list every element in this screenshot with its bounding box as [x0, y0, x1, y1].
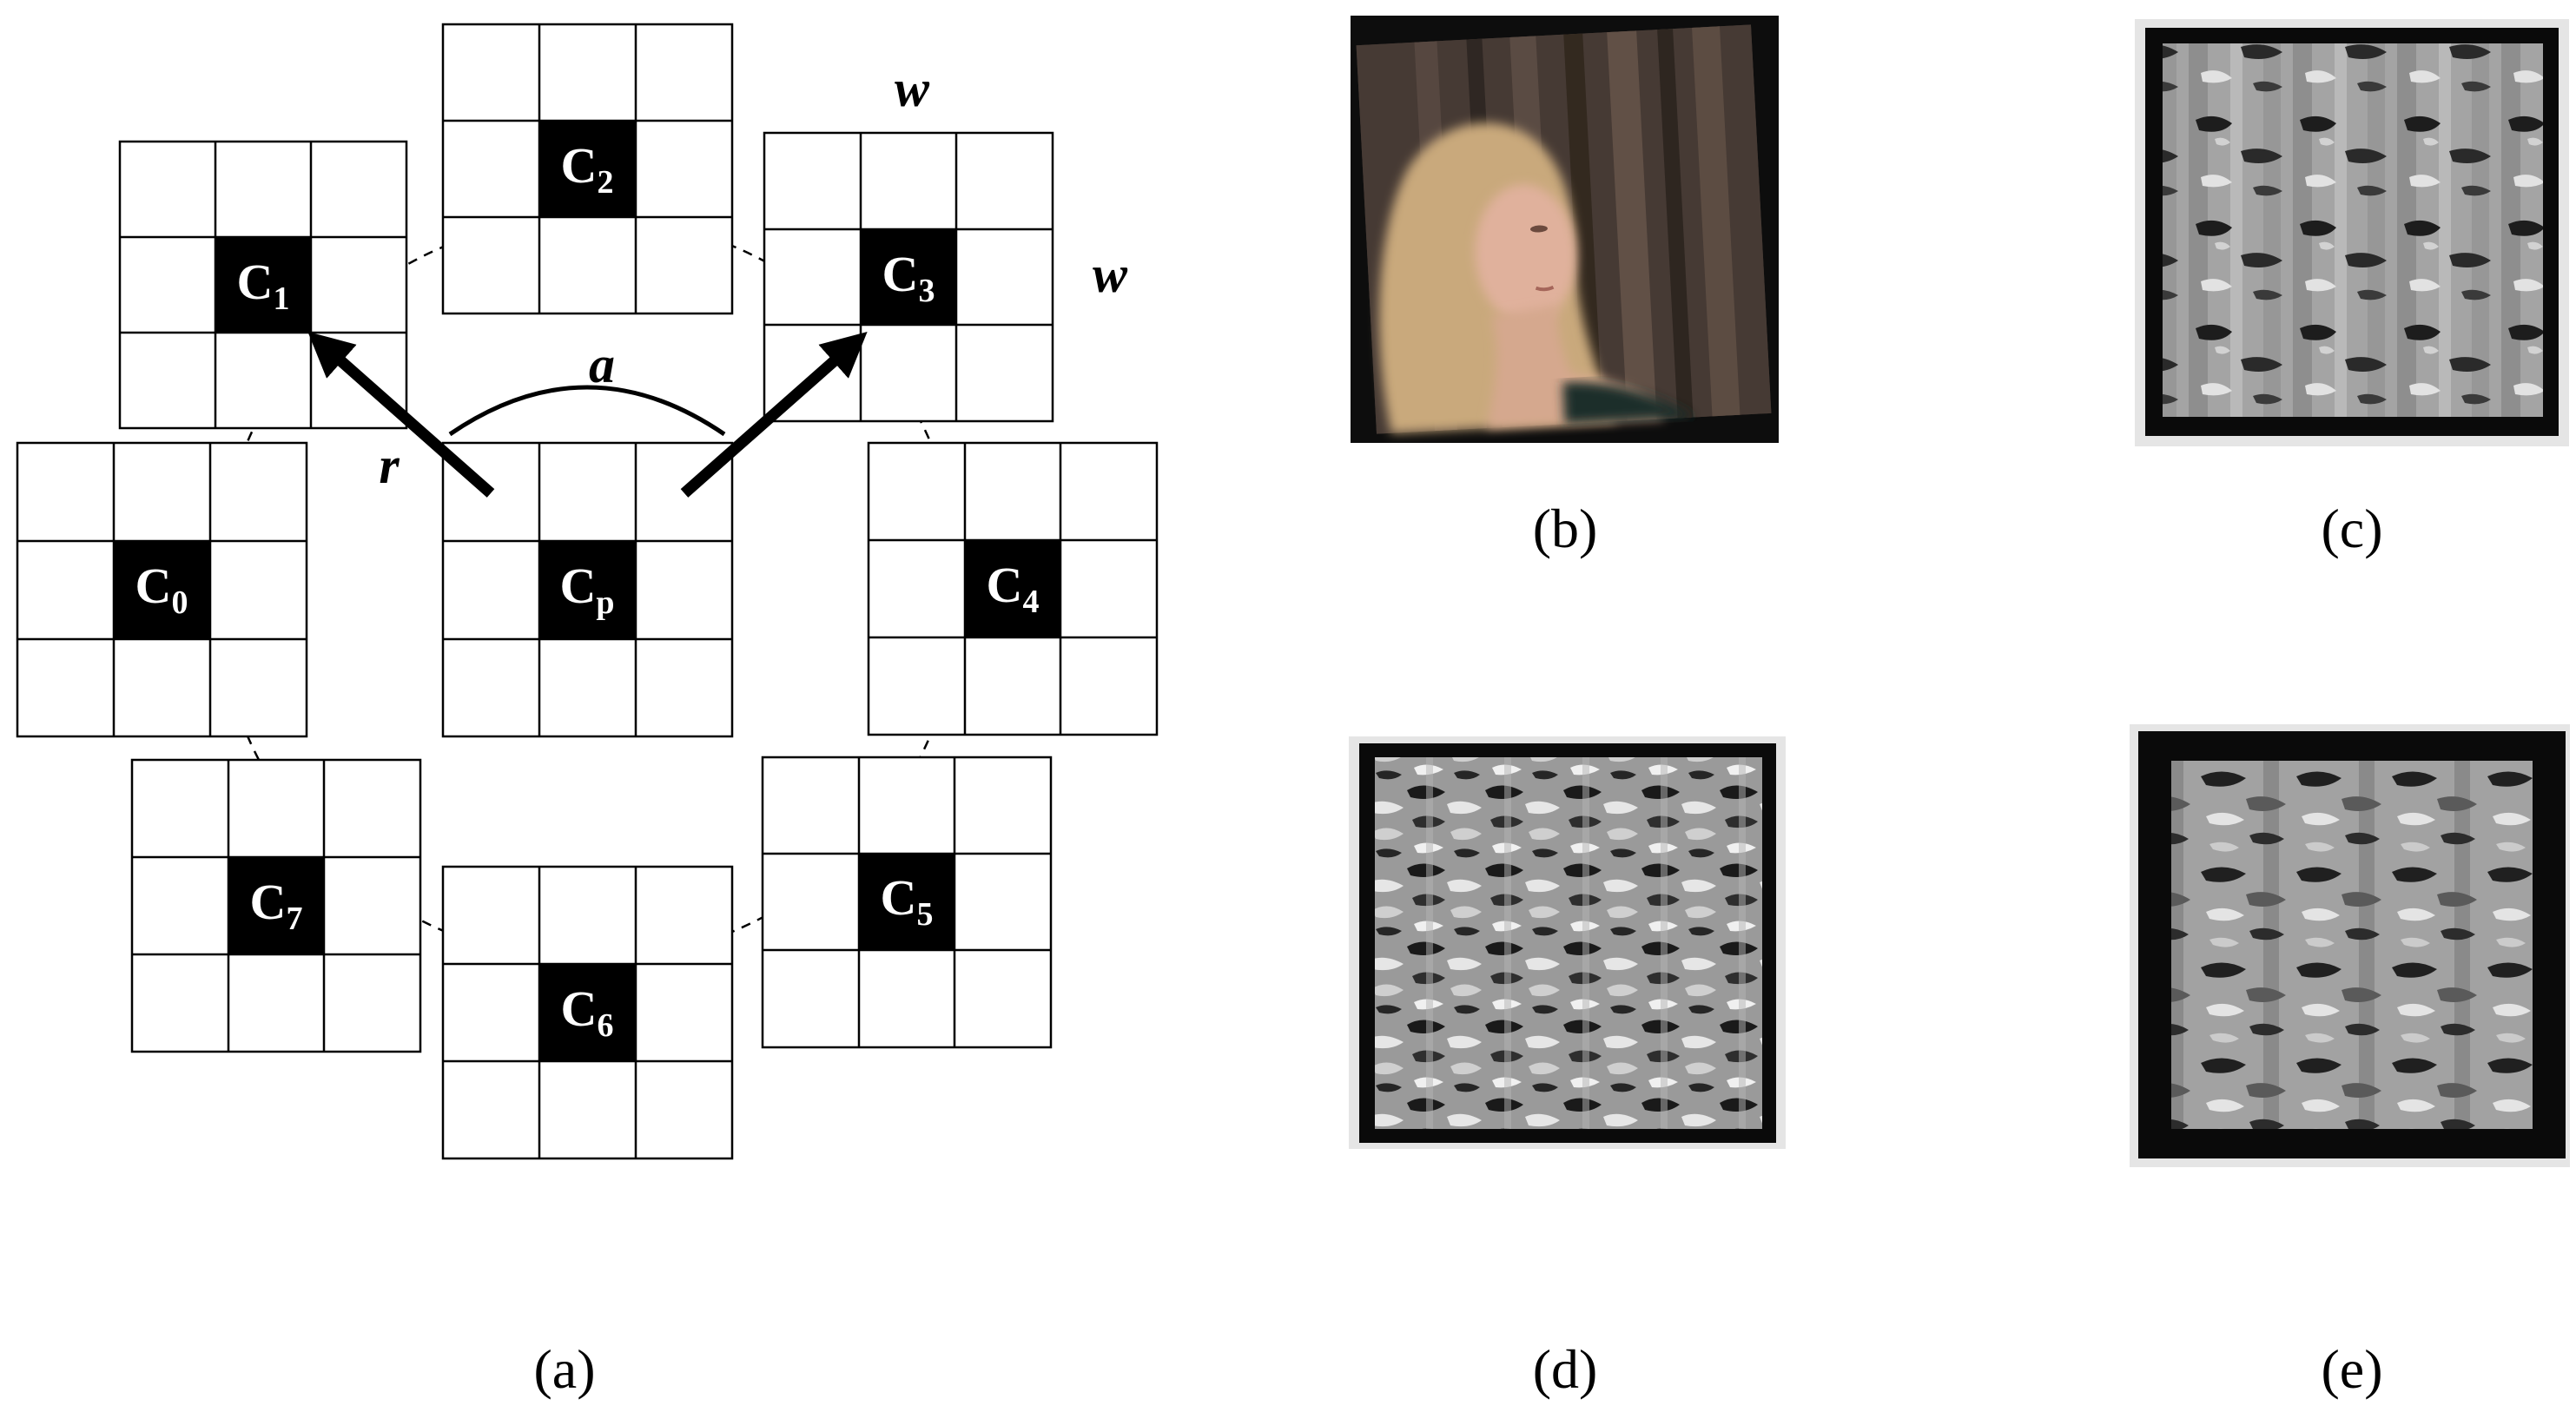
grid-block-c7: [130, 758, 422, 1053]
texture-map-icon: [1349, 736, 1786, 1149]
panel-label-b: (b): [1533, 498, 1598, 559]
cell-label-c6: C6: [561, 980, 614, 1044]
grid-block-c6: [441, 865, 734, 1160]
texture-map-icon: [2130, 724, 2570, 1167]
grid-block-c5: [761, 756, 1053, 1049]
cell-label-c3: C3: [882, 246, 935, 309]
cell-label-c2: C2: [561, 137, 614, 201]
angle-label: a: [589, 336, 615, 393]
cell-label-c7: C7: [250, 874, 303, 937]
neighborhood-diagram: C2 C1 C3 C0 Cp C4 C7 C5 C6 a r w w: [16, 23, 1159, 1160]
grid-block-c4: [867, 441, 1159, 736]
cell-label-c4: C4: [987, 557, 1040, 620]
panel-label-a: (a): [533, 1338, 595, 1400]
cell-cp: [539, 541, 636, 639]
cell-label-cp: Cp: [559, 558, 614, 621]
grid-block-c0: [16, 441, 308, 738]
panel-label-e: (e): [2321, 1338, 2382, 1400]
radius-label: r: [379, 437, 400, 494]
cell-c1: [215, 237, 311, 333]
panel-label-c: (c): [2321, 498, 2382, 559]
grid-block-c2: [441, 23, 734, 315]
texture-map-icon: [2135, 19, 2569, 446]
cell-label-c0: C0: [135, 558, 188, 621]
angle-arc: [448, 385, 726, 437]
width-label-side: w: [1093, 246, 1128, 303]
cell-c2: [539, 121, 636, 217]
cell-c7: [228, 857, 324, 954]
photo-of-woman-icon: [1351, 16, 1779, 443]
cell-c0: [114, 541, 210, 639]
cell-c4: [965, 540, 1060, 637]
cell-label-c5: C5: [881, 869, 934, 933]
radius-arrow-right: [680, 331, 868, 498]
panel-label-d: (d): [1533, 1338, 1598, 1400]
width-label-top: w: [895, 60, 930, 117]
cell-c3: [861, 229, 956, 325]
cell-c5: [859, 854, 954, 950]
cell-label-c1: C1: [237, 254, 290, 317]
radius-arrow-left: [307, 331, 495, 498]
cell-c6: [539, 964, 636, 1061]
